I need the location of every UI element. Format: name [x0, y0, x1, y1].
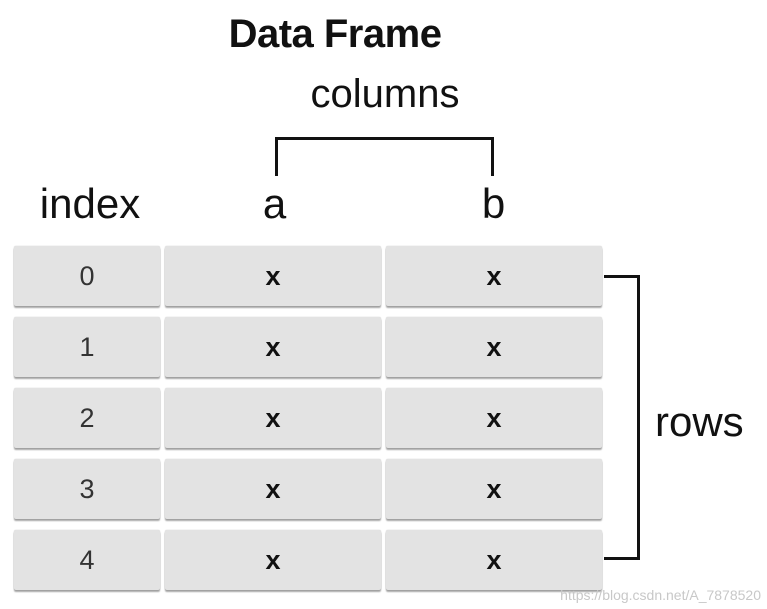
cell-a-3: x [165, 459, 381, 519]
cell-b-3: x [386, 459, 602, 519]
cell-b-1: x [386, 317, 602, 377]
index-header: index [39, 180, 141, 227]
cell-a-1: x [165, 317, 381, 377]
index-cell-4: 4 [14, 530, 160, 590]
rows-bracket [604, 275, 640, 560]
column-header-b: b [481, 180, 506, 227]
diagram-title: Data Frame [228, 12, 442, 56]
index-cell-0: 0 [14, 246, 160, 306]
cell-b-4: x [386, 530, 602, 590]
cell-b-0: x [386, 246, 602, 306]
columns-label: columns [310, 72, 460, 116]
cell-a-4: x [165, 530, 381, 590]
index-cell-2: 2 [14, 388, 160, 448]
cell-a-2: x [165, 388, 381, 448]
index-cell-1: 1 [14, 317, 160, 377]
cell-a-0: x [165, 246, 381, 306]
rows-label: rows [655, 398, 744, 445]
cell-b-2: x [386, 388, 602, 448]
column-header-a: a [262, 180, 287, 227]
watermark-text: https://blog.csdn.net/A_7878520 [560, 587, 761, 603]
columns-bracket [275, 137, 494, 176]
index-cell-3: 3 [14, 459, 160, 519]
